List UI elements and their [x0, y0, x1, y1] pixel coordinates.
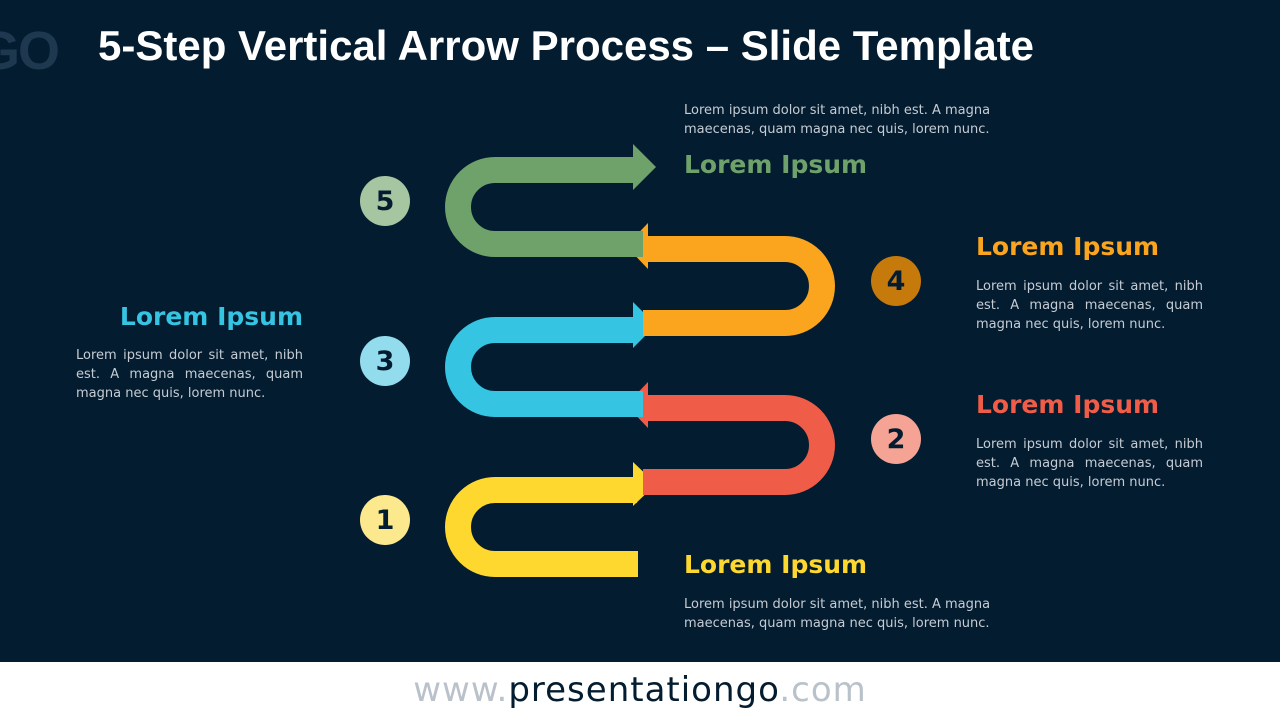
step-3-arrow: [445, 317, 643, 417]
step-5-number-badge: 5: [360, 176, 410, 226]
footer-url-domain: presentationgo: [508, 670, 780, 710]
step-1-arrow: [445, 477, 638, 577]
slide-title: 5-Step Vertical Arrow Process – Slide Te…: [98, 22, 1035, 69]
step-3-description: Lorem ipsum dolor sit amet, nibh est. A …: [76, 348, 303, 401]
footer-url-prefix: www.: [413, 670, 509, 710]
step-5-description: Lorem ipsum dolor sit amet, nibh est. A …: [684, 103, 991, 137]
step-3-number-badge: 3: [360, 336, 410, 386]
step-1-number-badge: 1: [360, 495, 410, 545]
step-3-heading: Lorem Ipsum: [119, 302, 303, 331]
step-5-heading: Lorem Ipsum: [684, 150, 868, 179]
step-1-heading: Lorem Ipsum: [684, 550, 868, 579]
footer-url[interactable]: www.presentationgo.com: [413, 670, 867, 710]
step-1-description: Lorem ipsum dolor sit amet, nibh est. A …: [684, 597, 991, 631]
step-2-description: Lorem ipsum dolor sit amet, nibh est. A …: [976, 437, 1203, 490]
step-2-arrow: [643, 395, 835, 495]
step-2-heading: Lorem Ipsum: [976, 390, 1160, 419]
footer: www.presentationgo.com: [0, 662, 1280, 720]
step-4-arrow: [643, 236, 835, 336]
arrow-process-diagram: [445, 144, 835, 577]
step-4-heading: Lorem Ipsum: [976, 232, 1160, 261]
step-5-arrowhead: [633, 144, 656, 190]
step-5-arrow: [445, 157, 643, 257]
step-4-description: Lorem ipsum dolor sit amet, nibh est. A …: [976, 279, 1203, 332]
slide: GO 5-Step Vertical Arrow Process – Slide…: [0, 0, 1280, 662]
step-4-number-badge: 4: [871, 256, 921, 306]
logo-mark: GO: [0, 21, 60, 81]
step-2-number-badge: 2: [871, 414, 921, 464]
footer-url-suffix: .com: [779, 670, 867, 710]
